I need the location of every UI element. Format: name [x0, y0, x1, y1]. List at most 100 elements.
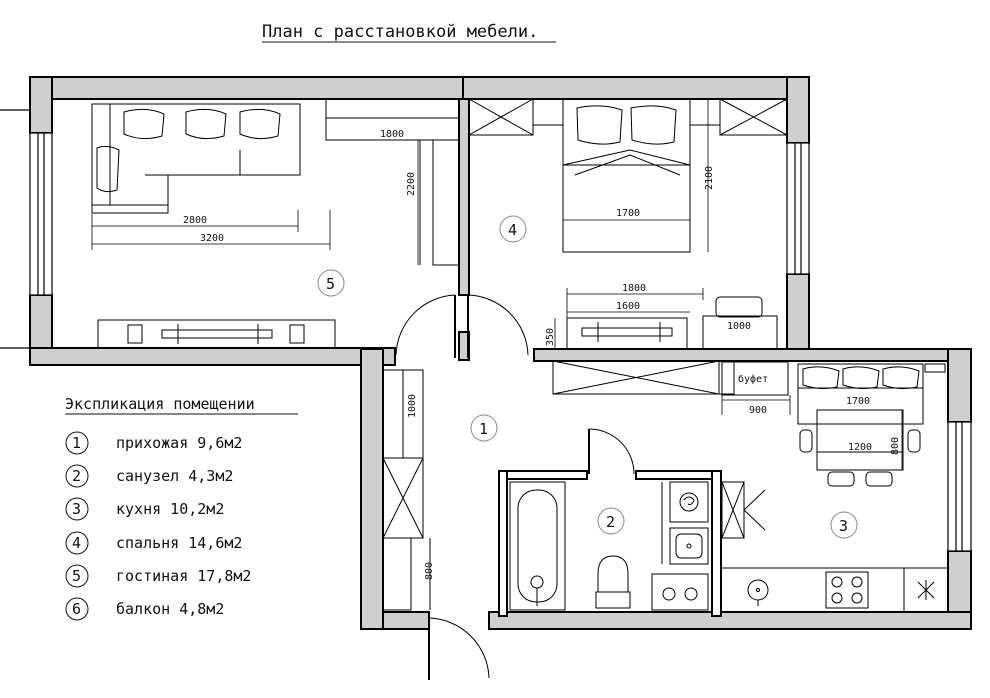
legend-item-text: балкон 4,8м2 [116, 600, 224, 618]
buffet-label: буфет [738, 373, 768, 385]
dim-kitchen-sofa: 1700 [846, 396, 870, 407]
legend-item: 1 прихожая 9,6м2 [65, 431, 242, 455]
dim-sofa-inner: 2800 [183, 215, 207, 226]
legend-item: 2 санузел 4,3м2 [65, 464, 233, 488]
legend-item-text: санузел 4,3м2 [116, 467, 233, 485]
room-number-hall: 1 [479, 420, 488, 438]
kitchen-counter [720, 567, 949, 613]
dim-bedroom-unit-outer: 1800 [622, 283, 646, 294]
bedroom-dimensions [554, 99, 709, 349]
dim-bed-width: 1700 [616, 208, 640, 219]
kitchen-sink [747, 579, 769, 601]
cushion-2 [185, 108, 227, 140]
room-marker-bedroom [499, 215, 527, 243]
wall-living-bottom [29, 347, 396, 366]
legend-list: 1 прихожая 9,6м2 2 санузел 4,3м2 3 кухня… [65, 431, 251, 621]
legend-item: 5 гостиная 17,8м2 [65, 564, 251, 588]
window-living [29, 132, 53, 296]
dim-living-shelf-depth: 2200 [406, 172, 417, 196]
room-marker-living [317, 269, 345, 297]
dim-hall-cabinet-top: 1000 [407, 394, 418, 418]
svg-text:1: 1 [72, 434, 81, 452]
legend-item: 6 балкон 4,8м2 [65, 597, 224, 621]
double-bed [562, 98, 691, 253]
bathtub [509, 481, 566, 611]
bed-pillow-2 [630, 105, 677, 145]
legend-item-text: кухня 10,2м2 [116, 500, 224, 518]
dining-table [816, 409, 904, 471]
corner-sofa [91, 103, 301, 214]
bathroom-walls [498, 470, 722, 617]
wall-bedroom-right-top [786, 76, 810, 144]
svg-text:6: 6 [72, 600, 81, 618]
dim-bed-length: 2100 [704, 166, 715, 190]
hall-wardrobe [382, 369, 404, 459]
cushion-1 [123, 108, 165, 140]
living-tall-unit [432, 139, 460, 266]
dim-table-width: 800 [890, 437, 901, 455]
legend-item-text: спальня 14,6м2 [116, 534, 242, 552]
room-number-bedroom: 4 [508, 221, 517, 239]
dim-living-shelf: 1800 [380, 129, 404, 140]
svg-text:2: 2 [72, 467, 81, 485]
wall-bottom-right [488, 611, 972, 630]
svg-text:5: 5 [72, 567, 81, 585]
bed-pillow-1 [576, 105, 623, 145]
toilet [597, 555, 629, 593]
washer [669, 481, 709, 523]
legend-heading: Экспликация помещении [65, 395, 255, 413]
wall-top-left [29, 76, 464, 100]
legend-item: 3 кухня 10,2м2 [65, 497, 224, 521]
dim-table-length: 1200 [848, 442, 872, 453]
wardrobe-right [719, 98, 788, 136]
tv-stand [97, 319, 336, 349]
hall-shoe-rack [382, 537, 412, 611]
hall-furniture [382, 360, 735, 611]
room-marker-bathroom [597, 507, 625, 535]
kitchen-sofa [797, 363, 924, 425]
legend-item-text: гостиная 17,8м2 [116, 567, 251, 585]
window-bedroom [786, 142, 810, 275]
cooker [651, 573, 709, 611]
cushion-4 [96, 145, 120, 193]
living-room-furniture [91, 99, 460, 349]
dim-sofa-outer: 3200 [200, 233, 224, 244]
bedroom-furniture [468, 98, 788, 350]
wall-bedroom-bottom [533, 348, 972, 362]
dresser [566, 317, 688, 350]
wall-hall-left [360, 348, 384, 630]
wall-bedroom-right-bottom [786, 273, 810, 359]
room-marker-hall [470, 414, 498, 442]
windows [0, 109, 972, 552]
wall-center-partition [458, 98, 470, 296]
wall-living-left-top [29, 76, 53, 134]
plan-title: План с расстановкой мебели. [262, 22, 538, 42]
room-marker-kitchen [830, 511, 858, 539]
svg-text:3: 3 [72, 500, 81, 518]
dim-bedroom-unit-depth: 350 [545, 328, 556, 346]
desk [702, 315, 778, 350]
room-number-kitchen: 3 [839, 517, 848, 535]
wall-top-right [462, 76, 810, 100]
dim-desk: 1000 [727, 321, 751, 332]
cushion-3 [239, 108, 281, 140]
dim-buffet: 900 [749, 405, 767, 416]
bathroom-fixtures [509, 481, 709, 611]
kitchen-stove [825, 571, 869, 609]
svg-text:4: 4 [72, 534, 81, 552]
doors [395, 294, 635, 680]
wardrobe-left [468, 98, 534, 136]
dim-bedroom-unit-inner: 1600 [616, 301, 640, 312]
buffet [721, 361, 789, 396]
window-kitchen [947, 421, 972, 552]
kitchen-furniture [651, 361, 949, 613]
bathroom-sink [669, 527, 709, 565]
desk-chair [715, 296, 763, 318]
room-number-bathroom: 2 [606, 513, 615, 531]
living-dimensions [91, 139, 459, 265]
legend-item: 4 спальня 14,6м2 [65, 531, 242, 555]
legend-item-text: прихожая 9,6м2 [116, 434, 242, 452]
room-number-living: 5 [326, 275, 335, 293]
kitchen-dimensions [721, 395, 903, 470]
